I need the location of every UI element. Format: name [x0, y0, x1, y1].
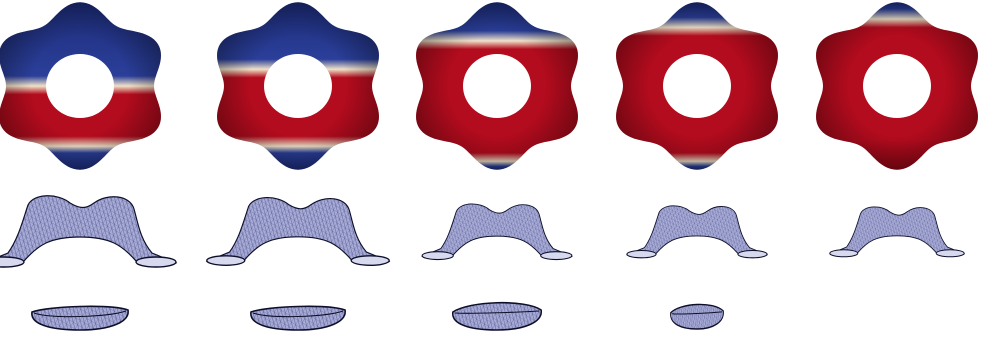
mesh-boundary-left [829, 249, 859, 258]
lower-mesh-patch-1 [31, 305, 129, 331]
mesh-boundary-right [540, 251, 573, 261]
mesh-disc-rim [33, 310, 127, 318]
torus-stage-1 [0, 2, 161, 170]
torus-shading [0, 2, 161, 170]
mesh-boundary-right [737, 250, 768, 259]
mesh-boundary-left [421, 251, 454, 261]
mesh-disc [31, 305, 129, 331]
torus-shading [616, 2, 778, 170]
mesh-disc-rim [454, 310, 540, 314]
torus-shading [416, 2, 578, 170]
mesh-boundary-right [350, 255, 390, 266]
mesh-boundary-right [935, 249, 965, 258]
mesh-boundary-left [626, 250, 657, 259]
torus-stage-3 [416, 2, 578, 170]
mesh-disc-rim [671, 311, 723, 315]
mesh-surface [0, 195, 178, 267]
lower-mesh-row [31, 301, 724, 331]
torus-row [0, 2, 978, 170]
lower-mesh-patch-2 [250, 305, 346, 331]
mesh-boundary-left [206, 255, 246, 266]
mesh-disc [670, 303, 724, 330]
mesh-surface [626, 205, 769, 258]
mesh-disc [250, 305, 346, 331]
mesh-disc-rim [252, 310, 344, 318]
torus-shading [816, 2, 978, 170]
upper-mesh-patch-3 [421, 203, 573, 261]
torus-stage-2 [217, 2, 379, 170]
mesh-boundary-right [135, 256, 177, 268]
mesh-boundary-left [0, 256, 25, 268]
torus-stage-4 [616, 2, 778, 170]
torus-shading [217, 2, 379, 170]
lower-mesh-patch-3 [452, 301, 542, 331]
mesh-surface [829, 206, 966, 257]
lower-mesh-patch-4 [670, 303, 724, 330]
upper-mesh-row [0, 195, 966, 268]
upper-mesh-patch-2 [205, 197, 391, 266]
upper-mesh-patch-5 [829, 206, 966, 258]
mesh-disc [452, 301, 542, 331]
upper-mesh-patch-4 [626, 205, 769, 259]
mesh-surface [421, 203, 573, 260]
upper-mesh-patch-1 [0, 195, 178, 268]
mesh-surface [205, 197, 391, 265]
torus-stage-5 [816, 2, 978, 170]
